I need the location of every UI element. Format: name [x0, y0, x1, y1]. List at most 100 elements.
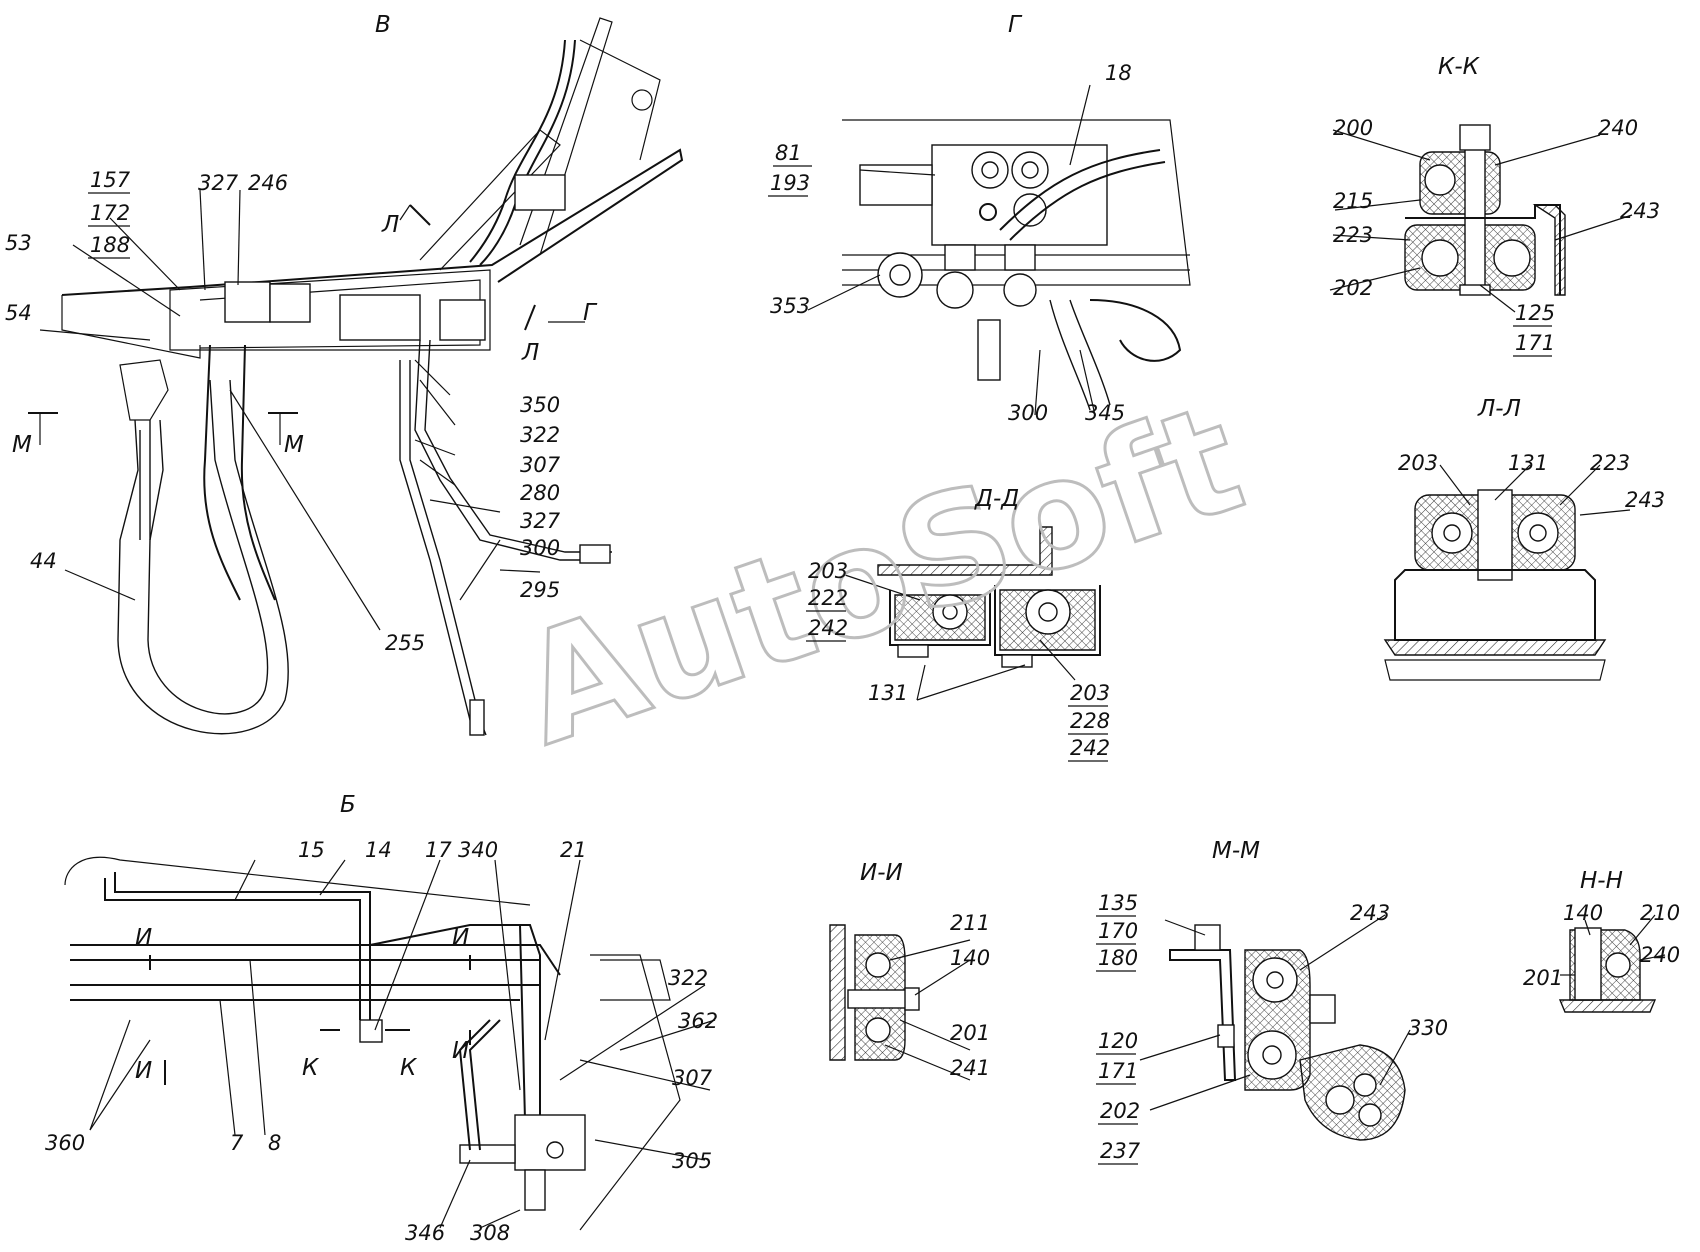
view-g-geometry [807, 84, 1191, 416]
position-label: 246 [248, 171, 288, 195]
position-label: 362 [678, 1009, 718, 1033]
position-label: 18 [1105, 61, 1132, 85]
position-label: 203 [1398, 451, 1438, 475]
section-mark-i-3: И [452, 1038, 469, 1064]
position-label: 17 [425, 838, 452, 862]
position-label: 327 [198, 171, 239, 195]
view-title-ii: И-И [860, 860, 903, 886]
position-label: 322 [668, 966, 708, 990]
labels-view-ll: 203 131 223 243 [1398, 451, 1665, 512]
labels-view-nn: 140 210 240 201 [1523, 901, 1680, 990]
labels-view-ii: 211 140 201 241 [950, 911, 990, 1080]
section-mark-l-2: Л [521, 340, 539, 366]
label-underlines [88, 165, 1552, 1165]
position-label: 223 [1333, 223, 1373, 247]
position-label: 241 [950, 1056, 990, 1080]
labels-view-g: 18 81 193 353 300 345 [770, 61, 1132, 425]
position-label: 243 [1625, 488, 1665, 512]
position-label: 140 [950, 946, 990, 970]
section-mark-g: Г [583, 300, 598, 326]
position-label: 300 [1008, 401, 1048, 425]
view-title-dd: Д-Д [974, 486, 1019, 512]
position-label: 340 [458, 838, 498, 862]
watermark: AutoSoft [500, 372, 1262, 779]
position-label: 223 [1590, 451, 1630, 475]
position-label: 295 [520, 578, 560, 602]
position-label: 15 [298, 838, 325, 862]
position-label: 242 [808, 616, 848, 640]
position-label: 242 [1070, 736, 1110, 760]
view-title-nn: Н-Н [1580, 868, 1623, 894]
position-label: 172 [90, 201, 130, 225]
position-label: 201 [1523, 966, 1563, 990]
position-label: 7 [230, 1131, 244, 1155]
position-label: 131 [868, 681, 908, 705]
position-label: 305 [672, 1149, 712, 1173]
view-v-geometry [28, 17, 684, 736]
view-dd-geometry [844, 526, 1101, 701]
position-label: 21 [560, 838, 587, 862]
position-label: 215 [1333, 189, 1373, 213]
section-mark-i-1: И [135, 925, 152, 951]
section-mark-m-2: М [284, 432, 304, 458]
position-label: 228 [1070, 709, 1110, 733]
position-label: 350 [520, 393, 560, 417]
position-label: 222 [808, 586, 848, 610]
position-label: 44 [30, 549, 57, 573]
section-mark-l-1: Л [381, 212, 399, 238]
position-label: 193 [770, 171, 810, 195]
position-label: 202 [1333, 276, 1373, 300]
position-label: 308 [470, 1221, 510, 1245]
view-b-geometry [64, 856, 716, 1231]
position-label: 211 [950, 911, 990, 935]
position-label: 327 [520, 509, 561, 533]
position-label: 200 [1333, 116, 1373, 140]
position-label: 53 [5, 231, 32, 255]
position-label: 243 [1350, 901, 1390, 925]
position-label: 131 [1508, 451, 1548, 475]
section-mark-i-4: И [135, 1058, 152, 1084]
view-title-ll: Л-Л [1477, 396, 1521, 422]
position-label: 243 [1620, 199, 1660, 223]
position-label: 201 [950, 1021, 990, 1045]
position-label: 188 [90, 233, 130, 257]
view-title-kk: К-К [1438, 54, 1481, 80]
position-label: 346 [405, 1221, 445, 1245]
labels-view-v: 157 172 188 327 246 53 54 350 322 307 28… [5, 168, 561, 655]
position-label: 353 [770, 294, 810, 318]
position-label: 210 [1640, 901, 1680, 925]
position-label: 300 [520, 536, 560, 560]
position-label: 8 [268, 1131, 281, 1155]
position-label: 240 [1640, 943, 1680, 967]
position-label: 360 [45, 1131, 85, 1155]
labels-view-mm: 135 170 180 243 120 171 330 202 237 [1098, 891, 1448, 1163]
section-mark-m-1: М [12, 432, 32, 458]
position-label: 322 [520, 423, 560, 447]
position-label: 140 [1563, 901, 1603, 925]
position-label: 255 [385, 631, 425, 655]
position-label: 330 [1408, 1016, 1448, 1040]
view-ll-geometry [1383, 464, 1631, 681]
view-ii-geometry [829, 924, 971, 1081]
labels-view-b: 15 14 17 340 21 322 362 307 305 360 7 8 … [45, 838, 718, 1245]
position-label: 307 [672, 1066, 713, 1090]
labels-view-dd: 203 222 242 131 203 228 242 [808, 559, 1110, 760]
view-title-g: Г [1008, 12, 1023, 38]
position-label: 14 [365, 838, 392, 862]
view-title-b: Б [340, 792, 356, 818]
position-label: 81 [775, 141, 802, 165]
view-mm-geometry [1139, 914, 1411, 1141]
position-label: 203 [808, 559, 848, 583]
view-title-mm: М-М [1212, 838, 1260, 864]
position-label: 157 [90, 168, 131, 192]
position-label: 307 [520, 453, 561, 477]
position-label: 120 [1098, 1029, 1138, 1053]
position-label: 135 [1098, 891, 1138, 915]
view-kk-geometry [1329, 124, 1633, 313]
position-label: 240 [1598, 116, 1638, 140]
position-label: 180 [1098, 946, 1138, 970]
position-label: 170 [1098, 919, 1138, 943]
view-nn-geometry [1558, 914, 1666, 1013]
labels-view-kk: 200 240 215 243 223 202 125 171 [1333, 116, 1660, 355]
